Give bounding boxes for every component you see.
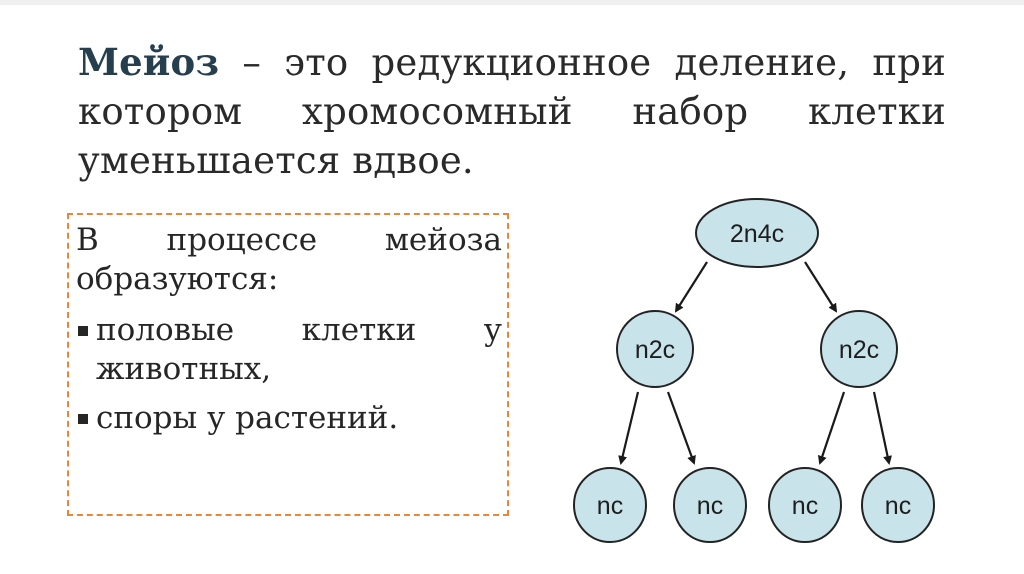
node-label: nc: [885, 492, 911, 520]
list-item-text: споры у растений.: [96, 400, 399, 436]
node-label: n2c: [635, 336, 675, 364]
definition-text: – это редукционное деление, при котором …: [78, 41, 946, 182]
level2-node-left: n2c: [616, 310, 694, 388]
node-label: nc: [697, 492, 723, 520]
edge-arrow: [618, 391, 640, 465]
tree-edges: [618, 261, 892, 465]
info-box-content: В процессе мейоза образуются: половые кл…: [76, 221, 502, 448]
edge-arrow: [817, 391, 846, 465]
edge-arrow: [674, 261, 708, 313]
root-node: 2n4c: [695, 198, 819, 268]
square-bullet-icon: [78, 414, 88, 424]
box-intro: В процессе мейоза образуются:: [76, 222, 502, 297]
node-label: nc: [792, 492, 818, 520]
edge-arrow: [666, 391, 696, 465]
meiosis-term: Мейоз: [78, 40, 220, 84]
edge-arrow: [872, 391, 892, 465]
list-item: споры у растений.: [76, 399, 502, 438]
top-rule: [0, 0, 1024, 5]
definition-heading: Мейоз – это редукционное деление, при ко…: [78, 38, 946, 185]
list-item-text: половые клетки у животных,: [96, 312, 502, 387]
root-node-label: 2n4c: [730, 220, 784, 248]
list-item: половые клетки у животных,: [76, 311, 502, 389]
level3-node-1: nc: [573, 467, 647, 543]
square-bullet-icon: [78, 326, 88, 336]
level3-node-4: nc: [861, 467, 935, 543]
level3-node-3: nc: [768, 467, 842, 543]
info-box: [67, 213, 509, 516]
edge-arrow: [804, 261, 838, 313]
level2-node-right: n2c: [820, 310, 898, 388]
node-label: n2c: [839, 336, 879, 364]
level3-node-2: nc: [673, 467, 747, 543]
node-label: nc: [597, 492, 623, 520]
